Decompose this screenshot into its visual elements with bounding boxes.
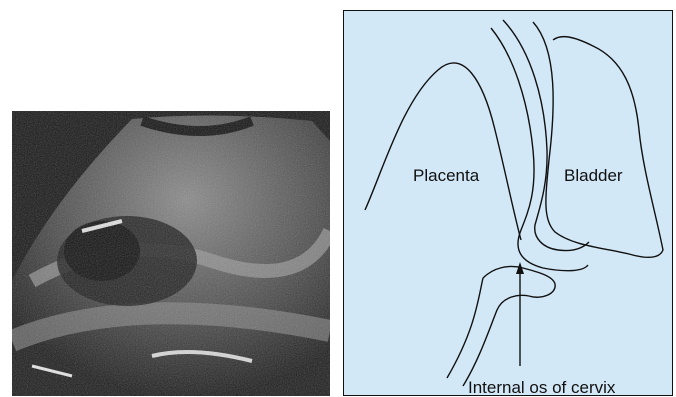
placenta-label: Placenta bbox=[413, 166, 480, 185]
schematic-svg: Placenta Bladder Internal os of cervix bbox=[343, 10, 673, 396]
diagram-background bbox=[344, 11, 673, 396]
ultrasound-scan bbox=[12, 111, 330, 396]
schematic-diagram: Placenta Bladder Internal os of cervix bbox=[343, 10, 673, 396]
internal-os-label: Internal os of cervix bbox=[468, 378, 616, 396]
ultrasound-image bbox=[12, 111, 330, 396]
bladder-label: Bladder bbox=[564, 166, 623, 185]
